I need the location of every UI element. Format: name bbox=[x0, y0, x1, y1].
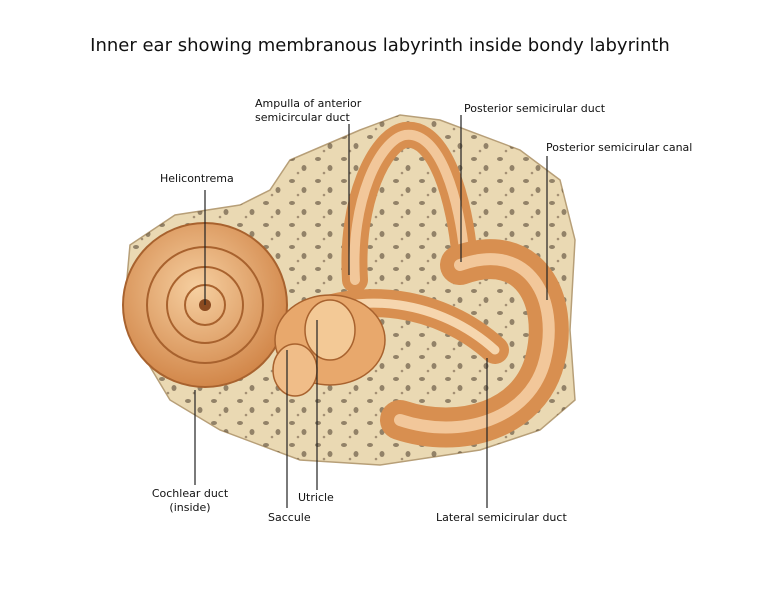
vestibule bbox=[272, 294, 386, 397]
diagram-title: Inner ear showing membranous labyrinth i… bbox=[90, 35, 670, 56]
label-ampulla-line1: Ampulla of anterior bbox=[255, 97, 362, 110]
label-cochlear-line2: (inside) bbox=[169, 501, 211, 514]
label-ampulla: Ampulla of anterior semicircular duct bbox=[255, 97, 361, 125]
label-saccule: Saccule bbox=[268, 511, 311, 524]
label-utricle: Utricle bbox=[298, 491, 334, 504]
label-cochlear-line1: Cochlear duct bbox=[151, 487, 229, 500]
label-posterior-duct: Posterior semicirular duct bbox=[464, 102, 606, 115]
label-helicotrema: Helicontrema bbox=[160, 172, 234, 185]
label-ampulla-line2: semicircular duct bbox=[255, 111, 350, 124]
label-posterior-canal: Posterior semicirular canal bbox=[546, 141, 693, 154]
leader-lines bbox=[194, 115, 548, 508]
label-cochlear-duct: Cochlear duct (inside) bbox=[145, 487, 235, 515]
label-lateral-duct: Lateral semicirular duct bbox=[436, 511, 567, 524]
